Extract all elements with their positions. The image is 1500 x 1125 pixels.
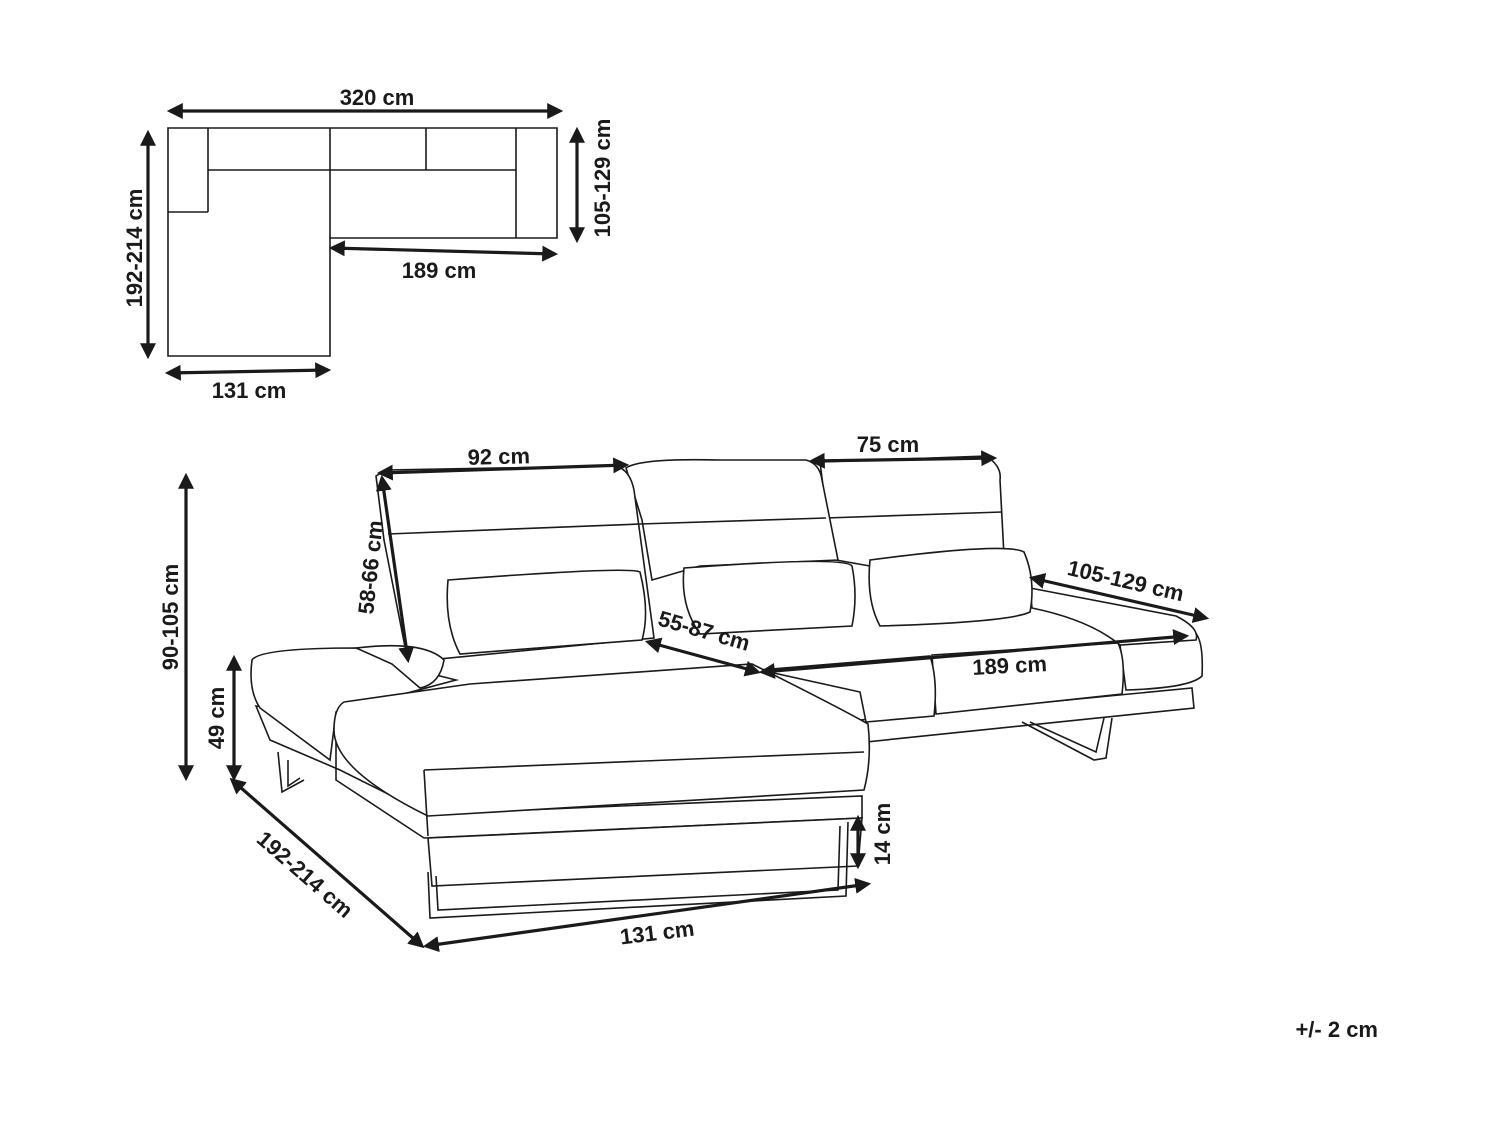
dim-backrest-left bbox=[376, 457, 630, 481]
dim-backrest-height bbox=[375, 474, 415, 664]
dim-seat-length bbox=[758, 629, 1190, 679]
label-backrest-right: 75 cm bbox=[857, 432, 919, 457]
plan-view: 320 cm 192-214 cm 105-129 cm 189 cm 131 … bbox=[122, 85, 615, 403]
label-seat-length: 189 cm bbox=[972, 651, 1048, 680]
pillow-left bbox=[446, 569, 647, 655]
plan-length-sofa-dim bbox=[328, 240, 559, 262]
backrest-right-seam bbox=[825, 511, 1003, 519]
label-chaise-width: 131 cm bbox=[619, 916, 696, 950]
pillow-right bbox=[868, 547, 1033, 627]
label-backrest-left: 92 cm bbox=[467, 443, 530, 470]
leg-right bbox=[1021, 717, 1113, 761]
plan-width-chaise-label: 131 cm bbox=[212, 378, 287, 403]
plan-depth-chaise-label: 192-214 cm bbox=[122, 189, 147, 308]
plan-width-label: 320 cm bbox=[340, 85, 415, 110]
label-total-height: 90-105 cm bbox=[158, 564, 183, 670]
plan-length-sofa-label: 189 cm bbox=[402, 258, 477, 283]
label-backrest-height: 58-66 cm bbox=[353, 519, 388, 615]
label-leg-height: 14 cm bbox=[870, 803, 895, 865]
chaise-seat-front bbox=[423, 769, 429, 837]
chaise-seat bbox=[333, 663, 871, 817]
backrest-middle bbox=[625, 458, 839, 582]
backrest-middle-seam bbox=[639, 517, 827, 525]
plan-outline bbox=[167, 127, 558, 357]
dim-chaise-depth bbox=[229, 777, 425, 949]
dim-chaise-width bbox=[422, 877, 872, 953]
chaise-seat-edge bbox=[423, 751, 865, 771]
label-seat-height: 49 cm bbox=[204, 687, 229, 749]
plan-depth-sofa-label: 105-129 cm bbox=[590, 119, 615, 238]
dim-seat-depth bbox=[644, 637, 762, 677]
backrest-left-seam bbox=[387, 523, 641, 535]
dim-backrest-right bbox=[808, 450, 998, 469]
perspective-view: 92 cm 75 cm 58-66 cm 90-105 cm 49 cm 55-… bbox=[158, 432, 1210, 953]
plan-width-chaise-dim bbox=[164, 362, 332, 381]
leg-back bbox=[277, 751, 305, 794]
pillow-middle bbox=[682, 560, 856, 635]
tolerance-note: +/- 2 cm bbox=[1295, 1017, 1378, 1042]
dim-side-depth bbox=[1028, 573, 1210, 623]
